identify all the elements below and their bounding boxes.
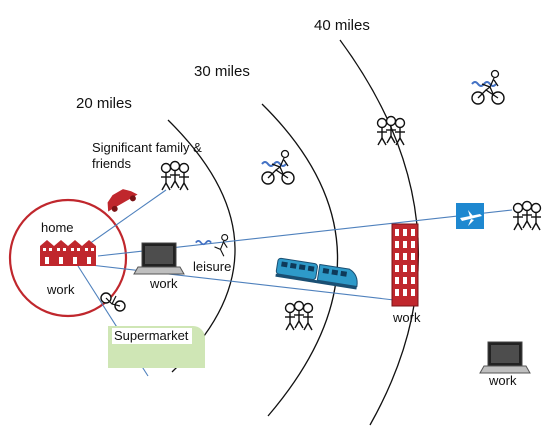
houses-icon bbox=[40, 240, 96, 266]
family-label-line-1: Significant family & bbox=[92, 140, 202, 155]
people-group-near-train-icon bbox=[285, 302, 313, 331]
people-group-icon bbox=[161, 162, 189, 191]
connector-tower bbox=[81, 263, 395, 301]
office-tower-icon bbox=[391, 223, 419, 307]
airplane-icon bbox=[456, 203, 484, 229]
people-group-40-miles-icon bbox=[377, 117, 405, 146]
laptop-far-icon bbox=[479, 341, 531, 374]
ring-20-miles-label: 20 miles bbox=[76, 95, 132, 112]
train-icon bbox=[275, 257, 358, 290]
family-label-line-2: friends bbox=[92, 156, 132, 171]
leisure-rider-icon bbox=[195, 233, 229, 257]
supermarket-label: Supermarket bbox=[112, 328, 193, 344]
supermarket-tile: Supermarket bbox=[108, 326, 205, 368]
bicycle-icon bbox=[100, 292, 126, 312]
ring-30-miles-label: 30 miles bbox=[194, 63, 250, 80]
ring-40-miles-label: 40 miles bbox=[314, 17, 370, 34]
bicycle-rider-icon bbox=[261, 149, 295, 185]
people-group-far-icon bbox=[513, 202, 541, 231]
ring-30-miles-arc bbox=[261, 103, 339, 417]
laptop-icon bbox=[133, 242, 185, 275]
far-work-label: work bbox=[489, 373, 517, 388]
car-icon bbox=[107, 189, 138, 212]
laptop-work-label: work bbox=[150, 276, 178, 291]
leisure-label: leisure bbox=[193, 259, 232, 274]
home-label: home bbox=[41, 220, 74, 235]
bicycle-rider-far-icon bbox=[471, 69, 505, 105]
tower-work-label: work bbox=[393, 310, 421, 325]
home-work-label: work bbox=[47, 282, 75, 297]
home-zone-circle bbox=[8, 198, 128, 318]
